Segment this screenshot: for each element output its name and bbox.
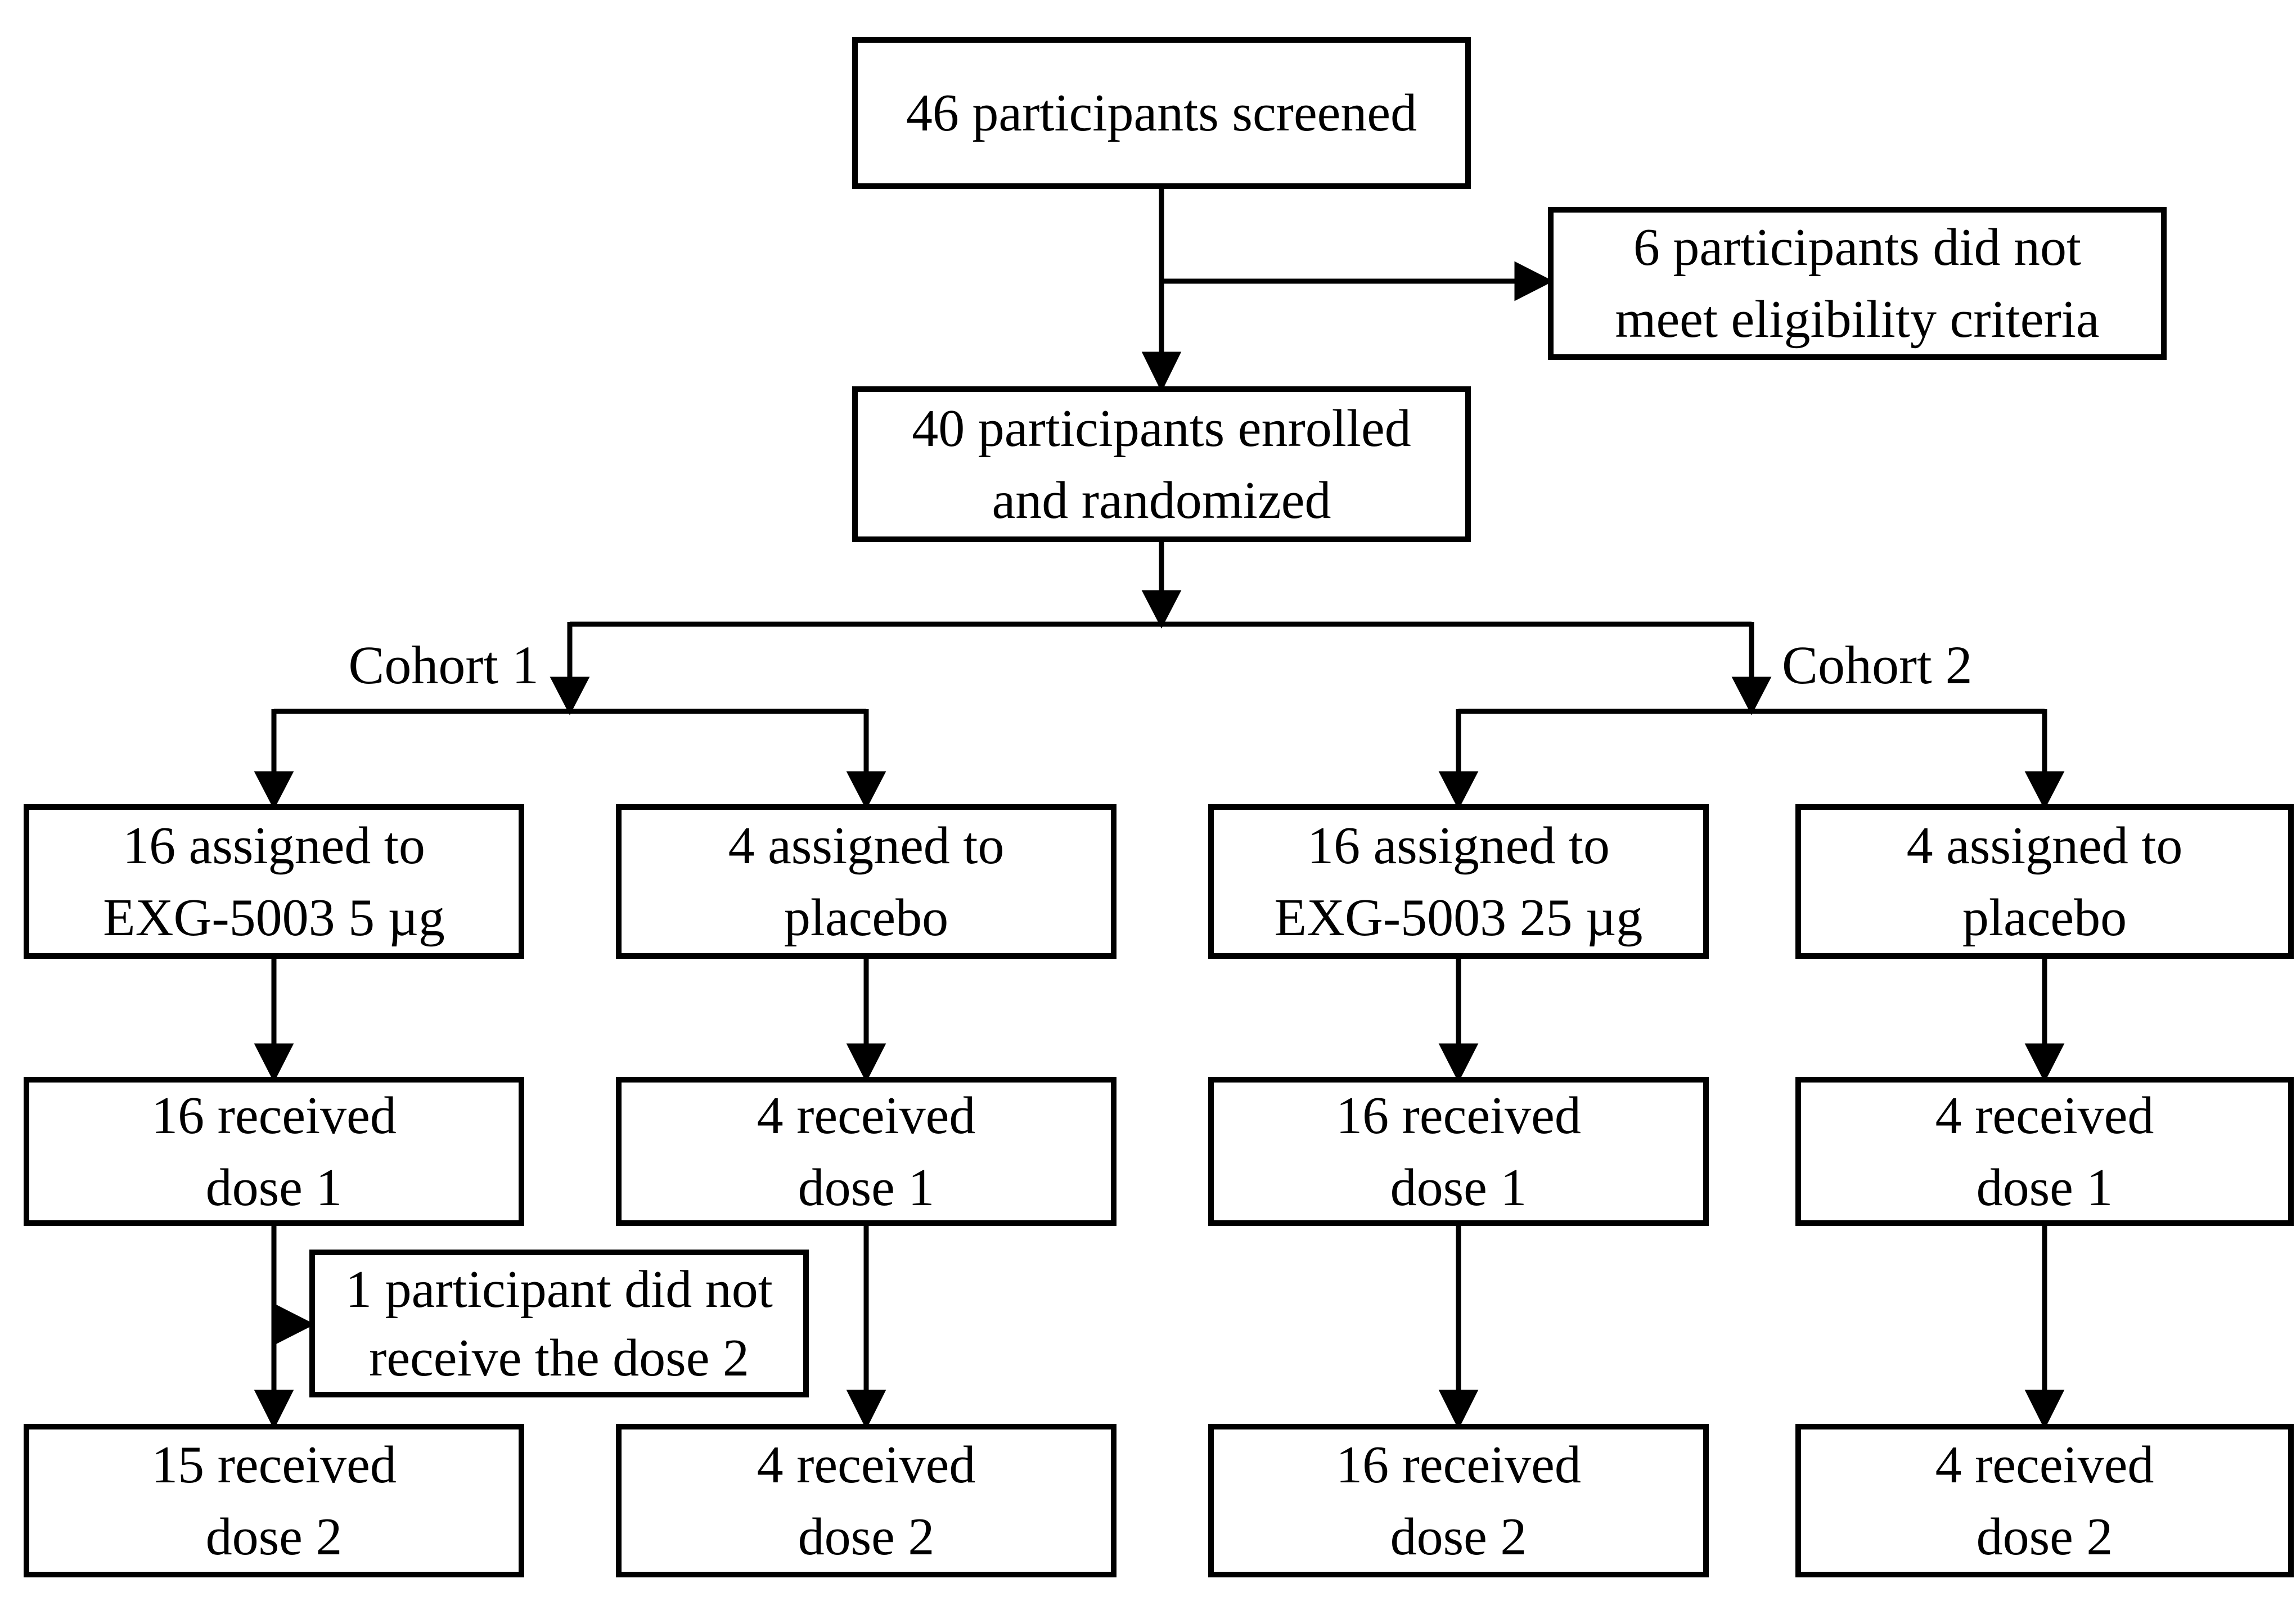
arrowhead-c1-pbo-assigned (846, 771, 886, 810)
cohort1-label: Cohort 1 (291, 634, 539, 696)
node-c1-exg-dose1-line2: dose 1 (205, 1158, 343, 1217)
node-c1-placebo-dose1-line2: dose 1 (798, 1158, 935, 1217)
node-c1-exg-dose1-line1: 16 received (151, 1086, 397, 1145)
arrowhead-into-not-eligible (1514, 261, 1554, 301)
arrowhead-c1-exg-assigned (254, 771, 294, 810)
node-c2-placebo-assigned: 4 assigned to placebo (1795, 804, 2294, 959)
node-c1-exg-dose1: 16 received dose 1 (24, 1077, 524, 1226)
node-c1-placebo-assigned-line2: placebo (784, 888, 949, 947)
node-c1-exg-assigned: 16 assigned to EXG-5003 5 µg (24, 804, 524, 959)
node-c2-exg-dose1-line1: 16 received (1336, 1086, 1581, 1145)
arrowhead-c1-pbo-dose1 (846, 1043, 886, 1083)
node-screened-text: 46 participants screened (906, 84, 1417, 142)
node-c1-missed-dose2: 1 participant did not receive the dose 2 (309, 1250, 809, 1397)
node-c1-placebo-dose2: 4 received dose 2 (616, 1424, 1117, 1577)
arrowhead-c2-pbo-assigned (2024, 771, 2065, 810)
node-c1-placebo-assigned: 4 assigned to placebo (616, 804, 1117, 959)
cohort1-label-text: Cohort 1 (348, 635, 539, 695)
node-c1-exg-dose2-line1: 15 received (151, 1435, 397, 1494)
node-screened: 46 participants screened (852, 37, 1471, 189)
node-c2-exg-dose1: 16 received dose 1 (1208, 1077, 1709, 1226)
arrowhead-into-enrolled (1141, 351, 1182, 393)
node-c1-exg-dose2: 15 received dose 2 (24, 1424, 524, 1577)
arrowhead-into-missed-dose2 (274, 1304, 315, 1345)
node-c1-placebo-dose2-line2: dose 2 (798, 1507, 935, 1566)
node-c2-exg-assigned: 16 assigned to EXG-5003 25 µg (1208, 804, 1709, 959)
arrowhead-c2-exg-dose2 (1438, 1390, 1479, 1430)
node-not-eligible-text-line2: meet eligibility criteria (1615, 290, 2100, 349)
node-c1-placebo-dose2-line1: 4 received (757, 1435, 976, 1494)
node-enrolled-text-line2: and randomized (992, 471, 1331, 530)
arrowhead-c2-exg-assigned (1438, 771, 1479, 810)
node-c2-placebo-dose1-line1: 4 received (1935, 1086, 2154, 1145)
node-c2-exg-dose2-line1: 16 received (1336, 1435, 1581, 1494)
arrowhead-split-junction (1141, 590, 1182, 629)
node-c2-placebo-dose1: 4 received dose 1 (1795, 1077, 2294, 1226)
node-c2-placebo-assigned-line1: 4 assigned to (1906, 816, 2183, 875)
arrowhead-c1-exg-dose1 (254, 1043, 294, 1083)
node-not-eligible-text-line1: 6 participants did not (1633, 218, 2082, 277)
cohort2-label-text: Cohort 2 (1782, 635, 1973, 695)
arrowhead-c1-exg-dose2 (254, 1390, 294, 1430)
node-enrolled-text-line1: 40 participants enrolled (912, 399, 1411, 458)
node-c1-placebo-assigned-line1: 4 assigned to (728, 816, 1005, 875)
node-c2-placebo-dose2-line1: 4 received (1935, 1435, 2154, 1494)
node-c1-placebo-dose1: 4 received dose 1 (616, 1077, 1117, 1226)
arrowhead-c1-pbo-dose2 (846, 1390, 886, 1430)
node-c2-placebo-dose1-line2: dose 1 (1976, 1158, 2113, 1217)
node-c2-exg-dose1-line2: dose 1 (1390, 1158, 1527, 1217)
node-c2-exg-dose2: 16 received dose 2 (1208, 1424, 1709, 1577)
arrowhead-c2-pbo-dose1 (2024, 1043, 2065, 1083)
cohort2-label: Cohort 2 (1782, 634, 2074, 696)
node-c2-exg-assigned-line2: EXG-5003 25 µg (1274, 888, 1643, 947)
node-c2-exg-dose2-line2: dose 2 (1390, 1507, 1527, 1566)
node-c1-placebo-dose1-line1: 4 received (757, 1086, 976, 1145)
node-not-eligible: 6 participants did not meet eligibility … (1548, 207, 2167, 360)
node-c1-exg-dose2-line2: dose 2 (205, 1507, 343, 1566)
node-c1-missed-dose2-line2: receive the dose 2 (369, 1328, 749, 1387)
node-c2-placebo-dose2: 4 received dose 2 (1795, 1424, 2294, 1577)
arrowhead-cohort2-junction (1731, 677, 1772, 715)
node-enrolled: 40 participants enrolled and randomized (852, 386, 1471, 542)
arrowhead-c2-exg-dose1 (1438, 1043, 1479, 1083)
node-c2-exg-assigned-line1: 16 assigned to (1307, 816, 1610, 875)
node-c1-exg-assigned-line2: EXG-5003 5 µg (103, 888, 445, 947)
arrowhead-cohort1-junction (550, 677, 590, 715)
node-c1-missed-dose2-line1: 1 participant did not (345, 1260, 773, 1319)
node-c2-placebo-assigned-line2: placebo (1962, 888, 2127, 947)
arrowhead-c2-pbo-dose2 (2024, 1390, 2065, 1430)
node-c1-exg-assigned-line1: 16 assigned to (123, 816, 425, 875)
node-c2-placebo-dose2-line2: dose 2 (1976, 1507, 2113, 1566)
